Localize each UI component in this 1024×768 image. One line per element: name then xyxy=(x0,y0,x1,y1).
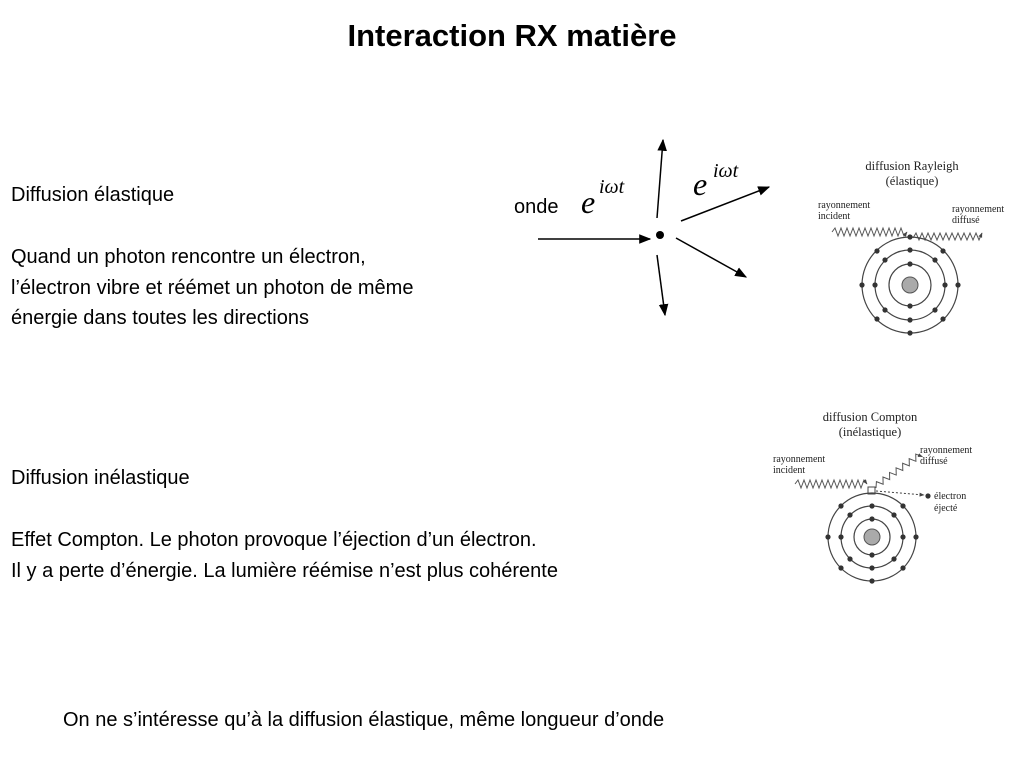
compton-electrons xyxy=(825,503,919,584)
elastic-line: énergie dans toutes les directions xyxy=(11,307,309,329)
scatter-arrow-down xyxy=(656,254,669,317)
compton-incident-label: rayonnement xyxy=(773,454,825,465)
rayleigh-incident-wave xyxy=(831,226,908,238)
inelastic-line: Il y a perte d’énergie. La lumière réémi… xyxy=(11,559,558,582)
compton-electron-label: électron xyxy=(934,491,966,502)
compton-ejection-path xyxy=(875,490,925,497)
incident-exp-power: iωt xyxy=(599,176,625,198)
compton-collision-point xyxy=(867,486,876,495)
compton-incident-label: incident xyxy=(773,465,805,476)
compton-title: diffusion Compton xyxy=(823,410,918,424)
rayleigh-subtitle: (élastique) xyxy=(886,174,939,188)
inelastic-line: Effet Compton. Le photon provoque l’éjec… xyxy=(11,529,537,551)
compton-nucleus xyxy=(863,528,881,546)
compton-figure: diffusion Compton (inélastique) rayonnem… xyxy=(773,410,972,584)
scattered-exp-power: iωt xyxy=(713,160,739,182)
rayleigh-diffuse-label: diffusé xyxy=(952,215,980,226)
compton-diffuse-label: diffusé xyxy=(920,456,948,467)
rayleigh-incident-label: incident xyxy=(818,211,850,222)
elastic-description: Quand un photon rencontre un électron, l… xyxy=(11,242,413,334)
compton-diffuse-label: rayonnement xyxy=(920,445,972,456)
rayleigh-electrons xyxy=(859,234,961,336)
compton-electron-label: éjecté xyxy=(934,503,958,514)
rayleigh-nucleus xyxy=(901,276,919,294)
rayleigh-title: diffusion Rayleigh xyxy=(865,159,959,173)
rayleigh-diffuse-label: rayonnement xyxy=(952,204,1004,215)
inelastic-heading: Diffusion inélastique xyxy=(11,467,190,489)
compton-subtitle: (inélastique) xyxy=(839,425,901,439)
incident-exp-base: e xyxy=(581,184,595,220)
onde-label: onde xyxy=(514,196,559,218)
scatter-arrow-lower-right xyxy=(675,237,748,278)
inelastic-description: Effet Compton. Le photon provoque l’éjec… xyxy=(11,525,558,586)
scatter-arrow-upper-right xyxy=(680,186,771,222)
footer-note: On ne s’intéresse qu’à la diffusion élas… xyxy=(63,709,665,731)
elastic-line: l’électron vibre et réémet un photon de … xyxy=(11,276,414,299)
rayleigh-incident-label: rayonnement xyxy=(818,200,870,211)
scattered-exp-base: e xyxy=(693,166,707,202)
electron-dot xyxy=(656,231,664,239)
compton-ejected-electron xyxy=(925,493,931,499)
scatter-arrow-up xyxy=(656,138,667,219)
compton-incident-wave xyxy=(794,478,868,490)
rayleigh-figure: diffusion Rayleigh (élastique) rayonneme… xyxy=(818,159,1004,336)
elastic-heading: Diffusion élastique xyxy=(11,184,175,206)
elastic-line: Quand un photon rencontre un électron, xyxy=(11,246,366,268)
slide-title: Interaction RX matière xyxy=(347,18,677,53)
compton-scattered-wave xyxy=(875,453,923,489)
scatter-diagram: onde e iωt e iωt xyxy=(514,138,771,317)
